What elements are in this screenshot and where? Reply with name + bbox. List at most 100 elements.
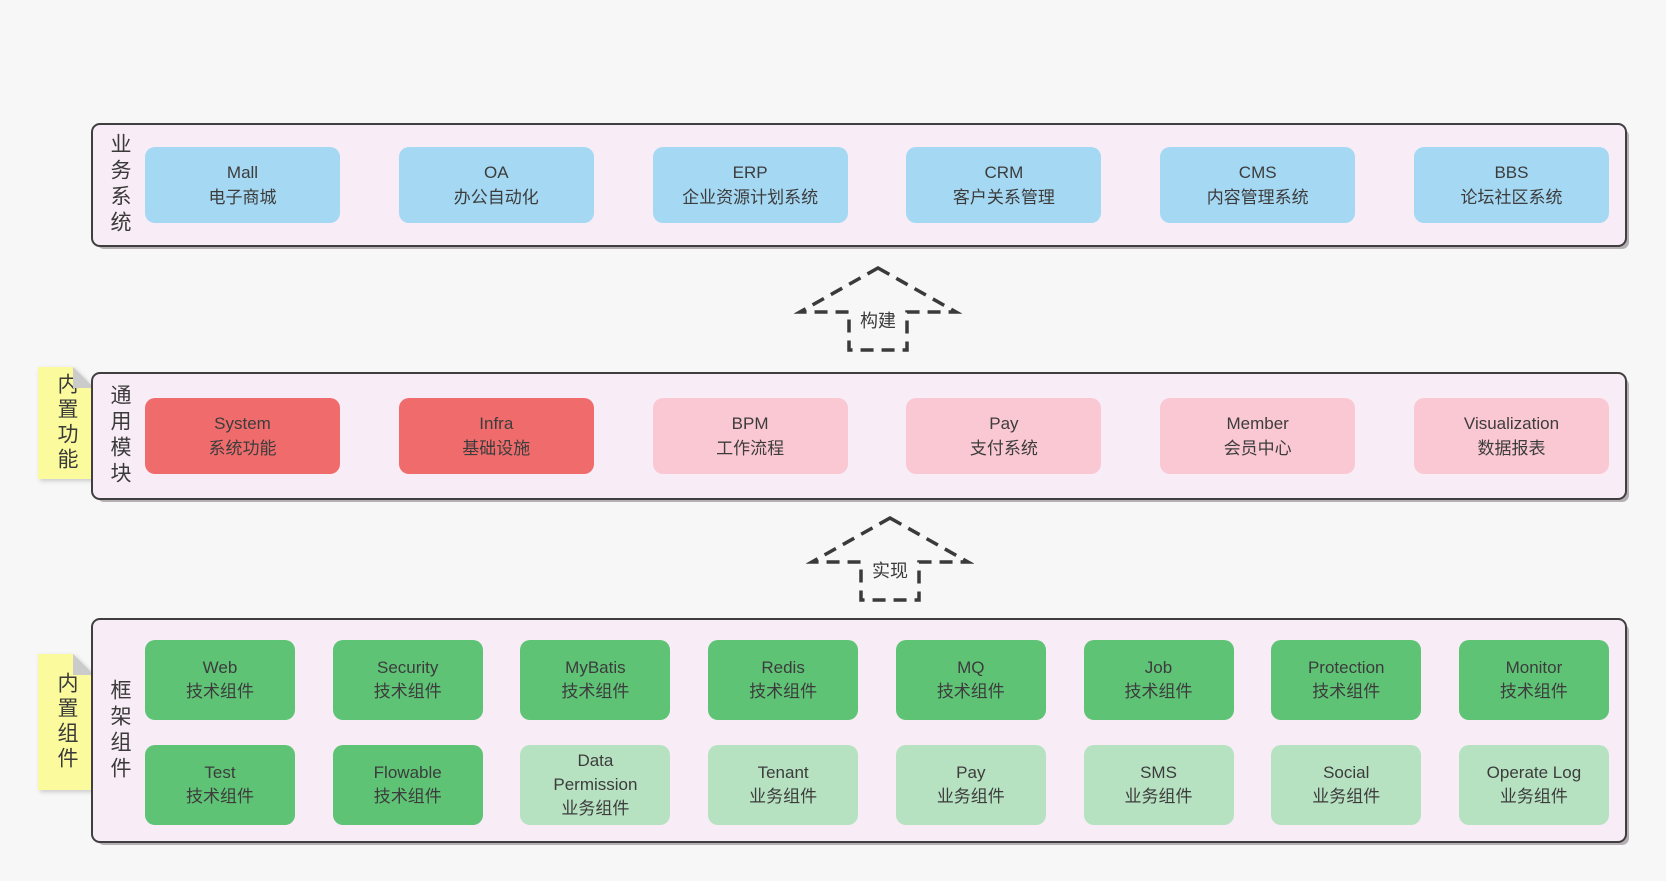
components-box-row-1: Web 技术组件 Security 技术组件 MyBatis 技术组件 Redi…: [145, 640, 1609, 720]
box-protection: Protection 技术组件: [1271, 640, 1422, 720]
box-title: CMS: [1238, 163, 1277, 182]
box-title: ERP: [732, 163, 768, 182]
box-subtitle: 技术组件: [749, 682, 818, 701]
box-title: Mall: [226, 163, 259, 182]
box-subtitle: 业务组件: [936, 787, 1005, 806]
section-label-business: 业务系统: [108, 133, 131, 237]
sticky-note-builtin-features: 内置功能: [38, 367, 94, 479]
box-subtitle: 内容管理系统: [1206, 188, 1309, 207]
box-title: CRM: [984, 163, 1024, 182]
box-job: Job 技术组件: [1083, 640, 1234, 720]
components-box-row-2: Test 技术组件 Flowable 技术组件 Data Permission …: [145, 745, 1609, 825]
box-title: Job: [1144, 658, 1173, 677]
box-title: Test: [204, 763, 236, 782]
box-monitor: Monitor 技术组件: [1458, 640, 1609, 720]
box-subtitle: 技术组件: [373, 787, 442, 806]
box-title: Infra: [479, 414, 514, 433]
box-subtitle: 技术组件: [561, 682, 630, 701]
box-cms: CMS 内容管理系统: [1160, 147, 1356, 223]
box-mall: Mall 电子商城: [145, 147, 340, 223]
dashed-up-arrow-build: 构建: [794, 264, 962, 354]
box-erp: ERP 企业资源计划系统: [652, 147, 848, 223]
box-operate-log: Operate Log 业务组件: [1458, 745, 1609, 825]
box-subtitle: 客户关系管理: [952, 188, 1055, 207]
box-security: Security 技术组件: [332, 640, 483, 720]
box-subtitle: 支付系统: [969, 439, 1038, 458]
box-title: Social: [1323, 763, 1370, 782]
box-title: Data Permission: [553, 751, 638, 794]
section-framework-components: 框架组件 Web 技术组件 Security 技术组件 MyBatis 技术组件…: [91, 618, 1627, 843]
arrow-label-implement: 实现: [869, 556, 911, 584]
box-title: Protection: [1307, 658, 1385, 677]
box-title: SMS: [1140, 763, 1177, 782]
box-social: Social 业务组件: [1271, 745, 1422, 825]
box-member: Member 会员中心: [1160, 398, 1356, 474]
box-subtitle: 基础设施: [462, 439, 531, 458]
section-business-systems: 业务系统 Mall 电子商城 OA 办公自动化 ERP 企业资源计划系统 CRM…: [91, 123, 1627, 247]
box-title: MQ: [957, 658, 985, 677]
box-title: System: [214, 414, 271, 433]
box-title: BPM: [731, 414, 769, 433]
business-box-row: Mall 电子商城 OA 办公自动化 ERP 企业资源计划系统 CRM 客户关系…: [145, 125, 1609, 245]
box-subtitle: 业务组件: [1124, 787, 1193, 806]
box-redis: Redis 技术组件: [708, 640, 859, 720]
box-title: Member: [1226, 414, 1289, 433]
box-subtitle: 工作流程: [716, 439, 785, 458]
box-title: Redis: [761, 658, 805, 677]
box-visualization: Visualization 数据报表: [1413, 398, 1609, 474]
box-infra: Infra 基础设施: [398, 398, 594, 474]
box-subtitle: 办公自动化: [453, 188, 539, 207]
box-mq: MQ 技术组件: [895, 640, 1046, 720]
box-test: Test 技术组件: [145, 745, 295, 825]
box-sms: SMS 业务组件: [1083, 745, 1234, 825]
box-system: System 系统功能: [145, 398, 340, 474]
box-subtitle: 技术组件: [1499, 682, 1568, 701]
box-tenant: Tenant 业务组件: [708, 745, 859, 825]
box-subtitle: 技术组件: [936, 682, 1005, 701]
box-subtitle: 业务组件: [1312, 787, 1381, 806]
box-mybatis: MyBatis 技术组件: [520, 640, 671, 720]
box-subtitle: 企业资源计划系统: [682, 188, 819, 207]
box-subtitle: 业务组件: [1499, 787, 1568, 806]
box-title: Web: [202, 658, 238, 677]
box-subtitle: 技术组件: [186, 787, 254, 806]
section-common-modules: 通用模块 System 系统功能 Infra 基础设施 BPM 工作流程 Pay…: [91, 372, 1627, 500]
box-web: Web 技术组件: [145, 640, 295, 720]
box-title: OA: [484, 163, 509, 182]
box-subtitle: 技术组件: [1312, 682, 1381, 701]
sticky-note-label: 内置组件: [55, 672, 78, 772]
box-title: Pay: [989, 414, 1019, 433]
box-subtitle: 技术组件: [186, 682, 254, 701]
box-title: Flowable: [373, 763, 442, 782]
section-label-components: 框架组件: [108, 678, 131, 783]
section-label-modules: 通用模块: [108, 384, 131, 488]
box-pay-component: Pay 业务组件: [895, 745, 1046, 825]
box-title: Visualization: [1463, 414, 1560, 433]
box-title: BBS: [1494, 163, 1529, 182]
box-bpm: BPM 工作流程: [652, 398, 848, 474]
box-subtitle: 会员中心: [1223, 439, 1292, 458]
sticky-note-builtin-components: 内置组件: [38, 654, 94, 790]
box-subtitle: 技术组件: [1124, 682, 1193, 701]
sticky-note-label: 内置功能: [55, 373, 78, 473]
box-title: Monitor: [1505, 658, 1563, 677]
box-subtitle: 业务组件: [561, 799, 630, 818]
box-data-permission: Data Permission 业务组件: [520, 745, 671, 825]
box-flowable: Flowable 技术组件: [332, 745, 483, 825]
box-pay-module: Pay 支付系统: [906, 398, 1102, 474]
box-subtitle: 系统功能: [208, 439, 277, 458]
arrow-label-build: 构建: [857, 306, 899, 334]
box-subtitle: 论坛社区系统: [1460, 188, 1563, 207]
box-oa: OA 办公自动化: [398, 147, 594, 223]
box-bbs: BBS 论坛社区系统: [1413, 147, 1609, 223]
box-subtitle: 技术组件: [373, 682, 442, 701]
dashed-up-arrow-implement: 实现: [806, 514, 974, 604]
box-subtitle: 业务组件: [749, 787, 818, 806]
box-crm: CRM 客户关系管理: [906, 147, 1102, 223]
box-title: Security: [376, 658, 439, 677]
box-title: Tenant: [757, 763, 809, 782]
box-subtitle: 电子商城: [208, 188, 277, 207]
box-title: MyBatis: [565, 658, 626, 677]
box-title: Operate Log: [1486, 763, 1582, 782]
box-title: Pay: [956, 763, 986, 782]
